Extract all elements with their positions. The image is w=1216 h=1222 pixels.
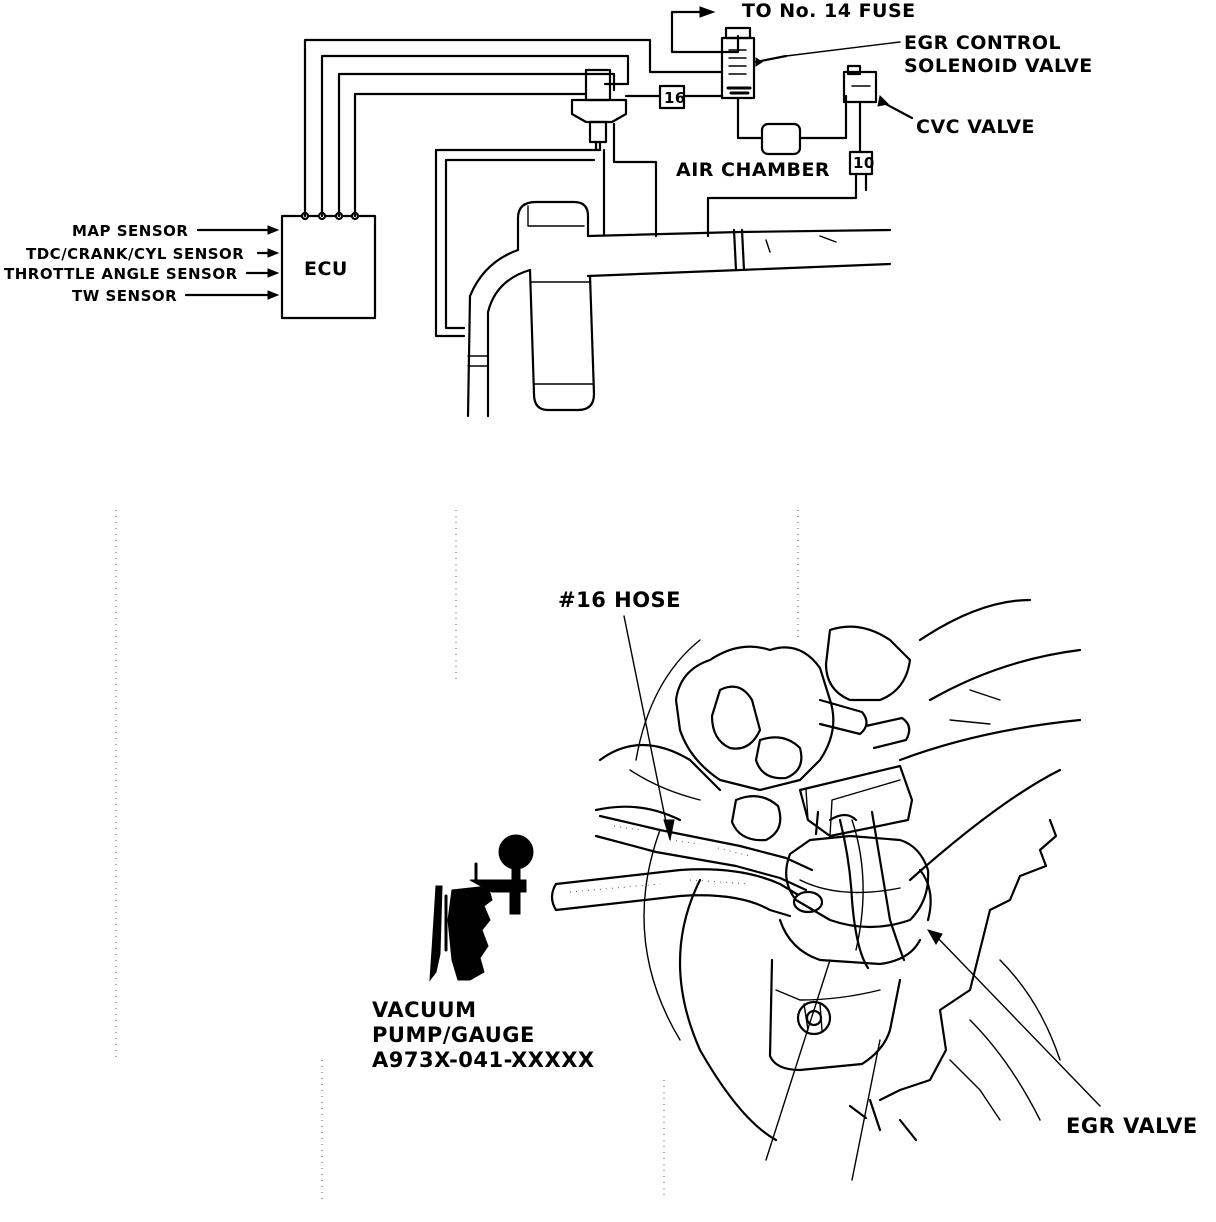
input-throttle-sensor: THROTTLE ANGLE SENSOR [4,265,238,283]
egr-schematic: ECU MAP SENSOR TDC/CRANK/CYL SENSOR THRO… [4,0,1093,418]
vacuum-pump-gauge [429,834,534,982]
vacuum-pump-label-line1: VACUUM [372,998,477,1022]
egr-valve-schematic [570,68,628,152]
ecu-wiring [303,38,724,218]
hose-10-connection: 10 [706,100,875,238]
hose-tag-10: 10 [853,154,875,172]
egr-valve-illustration [768,764,932,1072]
solenoid-label-line1: EGR CONTROL [904,32,1061,54]
body-curves [643,768,1062,1142]
hose-16-connection: 16 [624,84,724,110]
egr-valve-label: EGR VALVE [1066,1114,1198,1138]
hose-16-label: #16 HOSE [558,588,681,612]
hose-16 [594,814,814,892]
illustration-labels: #16 HOSE VACUUM PUMP/GAUGE A973X-041-XXX… [372,588,1198,1181]
ecu-label: ECU [304,258,348,280]
air-chamber-label: AIR CHAMBER [676,159,830,181]
egr-test-illustration: #16 HOSE VACUUM PUMP/GAUGE A973X-041-XXX… [115,510,1198,1200]
hose-tag-16: 16 [664,89,686,107]
vacuum-pump-label-line2: PUMP/GAUGE [372,1023,535,1047]
fuse-label: TO No. 14 FUSE [742,0,916,22]
egr-solenoid-valve: EGR CONTROL SOLENOID VALVE [720,26,1093,100]
input-tdc-sensor: TDC/CRANK/CYL SENSOR [26,245,244,263]
solenoid-label-line2: SOLENOID VALVE [904,55,1093,77]
test-hose [550,868,824,918]
ecu-inputs: MAP SENSOR TDC/CRANK/CYL SENSOR THROTTLE… [4,222,280,305]
input-tw-sensor: TW SENSOR [72,287,177,305]
input-map-sensor: MAP SENSOR [72,222,188,240]
air-chamber: AIR CHAMBER [676,94,848,181]
cvc-valve: CVC VALVE [842,64,1035,138]
intake-manifold [466,200,892,418]
vacuum-pump-label-line3: A973X-041-XXXXX [372,1048,595,1072]
ecu-box: ECU [280,211,377,320]
engine-background [594,598,1082,842]
fuse-connection: TO No. 14 FUSE [670,0,916,54]
cvc-label: CVC VALVE [916,116,1035,138]
egr-vacuum-lines [434,122,658,338]
gauge-dial [498,834,534,870]
